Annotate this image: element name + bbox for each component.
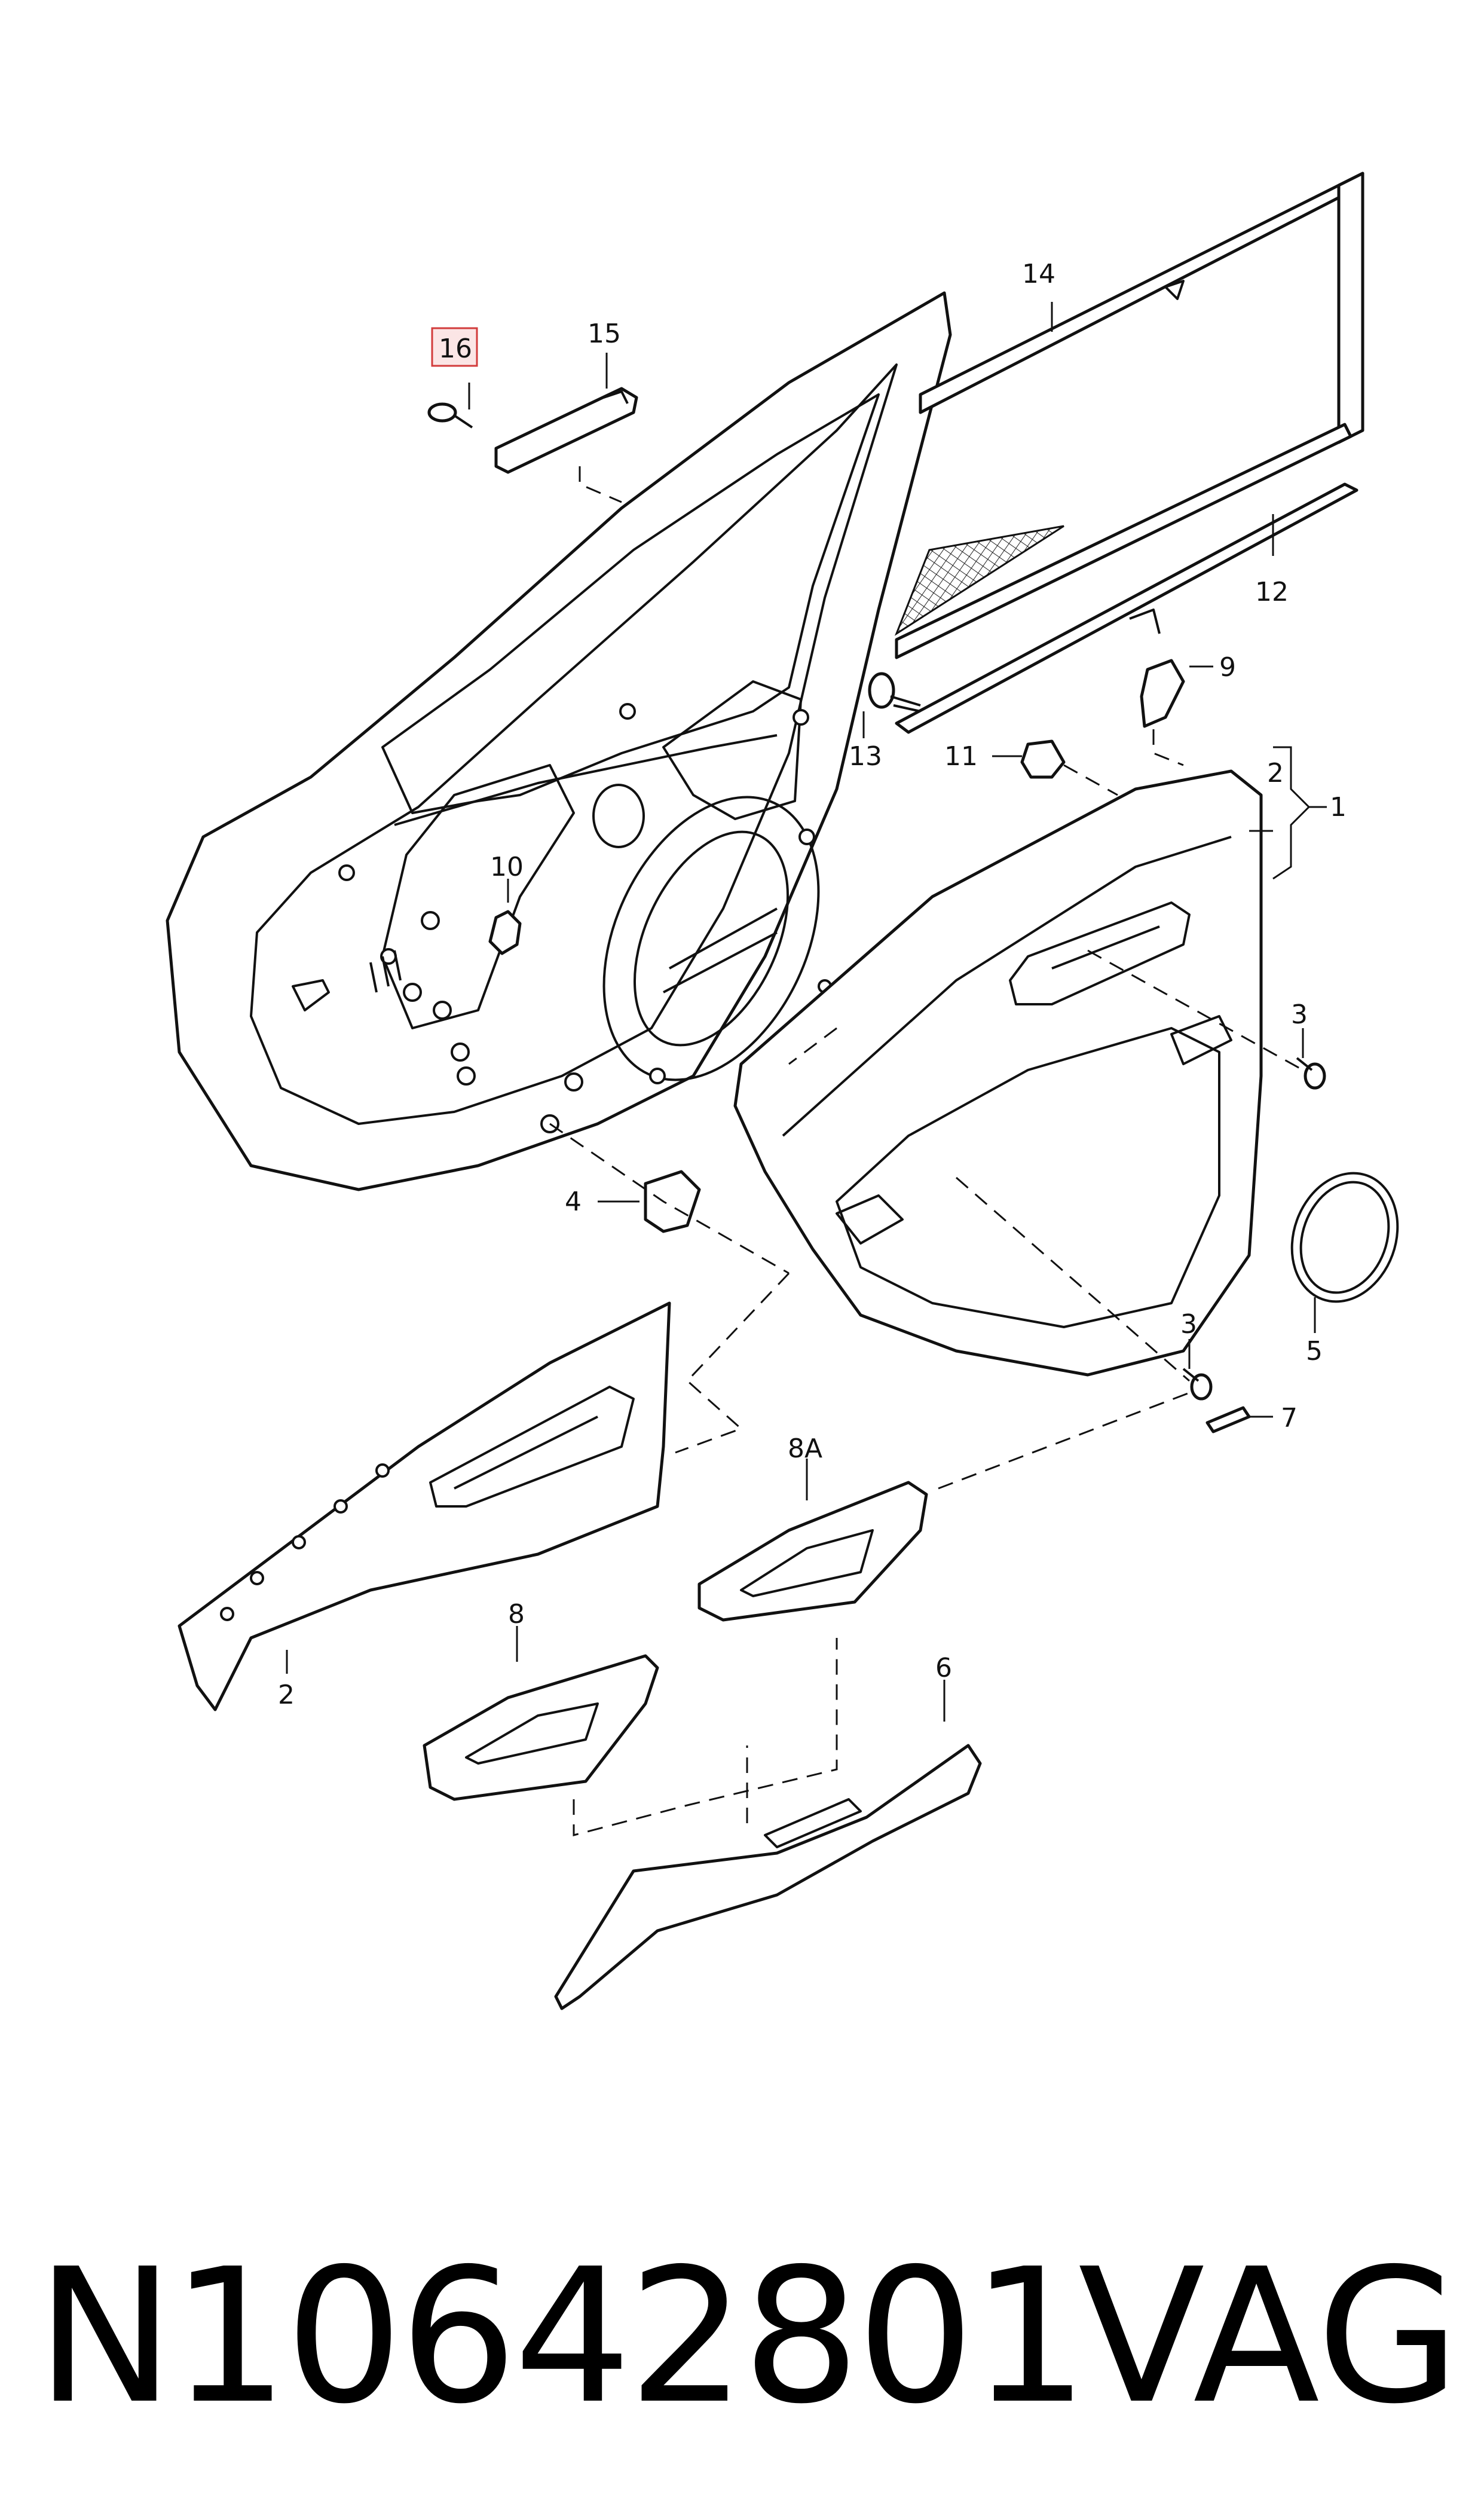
leader-lines (286, 302, 1327, 1722)
screw-part-3-upper (1296, 1057, 1326, 1090)
brand-label: VAG (1078, 2229, 1460, 2445)
callout-8[interactable]: 8 (508, 1599, 525, 1630)
grab-handle-part-15 (494, 387, 638, 474)
callout-4[interactable]: 4 (565, 1187, 582, 1217)
callout-5[interactable]: 5 (1306, 1336, 1323, 1367)
retainer-part-9 (1140, 659, 1185, 728)
callout-1[interactable]: 1 (1330, 792, 1347, 823)
callout-12[interactable]: 12 (1255, 577, 1289, 607)
callout-14[interactable]: 14 (1022, 259, 1055, 289)
armrest-trim-part-2 (178, 1301, 671, 1711)
callout-8a[interactable]: 8A (788, 1433, 822, 1464)
callout-3-lower[interactable]: 3 (1180, 1309, 1197, 1340)
highlight-box (431, 327, 478, 367)
window-sunshade-part-14 (894, 172, 1364, 659)
clip-part-10 (488, 910, 522, 955)
callout-6[interactable]: 6 (935, 1653, 952, 1683)
callout-10[interactable]: 10 (490, 852, 524, 882)
callout-15[interactable]: 15 (588, 319, 621, 349)
clip-part-11 (1020, 739, 1066, 779)
callout-11[interactable]: 11 (944, 741, 978, 772)
clip-part-7 (1205, 1406, 1251, 1433)
callout-labels: 16 15 14 12 9 13 11 10 2 1 3 4 5 3 7 8A … (278, 259, 1347, 1710)
door-inner-frame (166, 291, 952, 1191)
callout-13[interactable]: 13 (849, 741, 882, 772)
exploded-parts-diagram: 16 15 14 12 9 13 11 10 2 1 3 4 5 3 7 8A … (166, 172, 1399, 2010)
screw-part-16 (427, 402, 473, 429)
lower-trim-strip-part-6 (554, 1744, 982, 2010)
clip-part-4 (644, 1170, 701, 1233)
callout-2-lower[interactable]: 2 (278, 1680, 295, 1710)
screw-part-3-lower (1182, 1368, 1213, 1401)
part-number: N10642801 (36, 2229, 1089, 2445)
handle-bezel-part-8a (697, 1481, 928, 1622)
callout-16[interactable]: 16 (439, 334, 472, 364)
bolt-part-13 (868, 672, 921, 713)
callout-9[interactable]: 9 (1219, 652, 1236, 683)
door-trim-panel-part-1 (733, 769, 1263, 1377)
callout-3-upper[interactable]: 3 (1291, 999, 1308, 1030)
speaker-ring-part-5 (1290, 1172, 1399, 1303)
callout-7[interactable]: 7 (1281, 1403, 1298, 1433)
assembly-lines (549, 466, 1304, 1836)
handle-bezel-part-8 (423, 1654, 659, 1801)
footer: N10642801 VAG (0, 2212, 1484, 2463)
callout-2-upper[interactable]: 2 (1267, 758, 1284, 788)
guide-strip-part-12 (895, 482, 1358, 734)
